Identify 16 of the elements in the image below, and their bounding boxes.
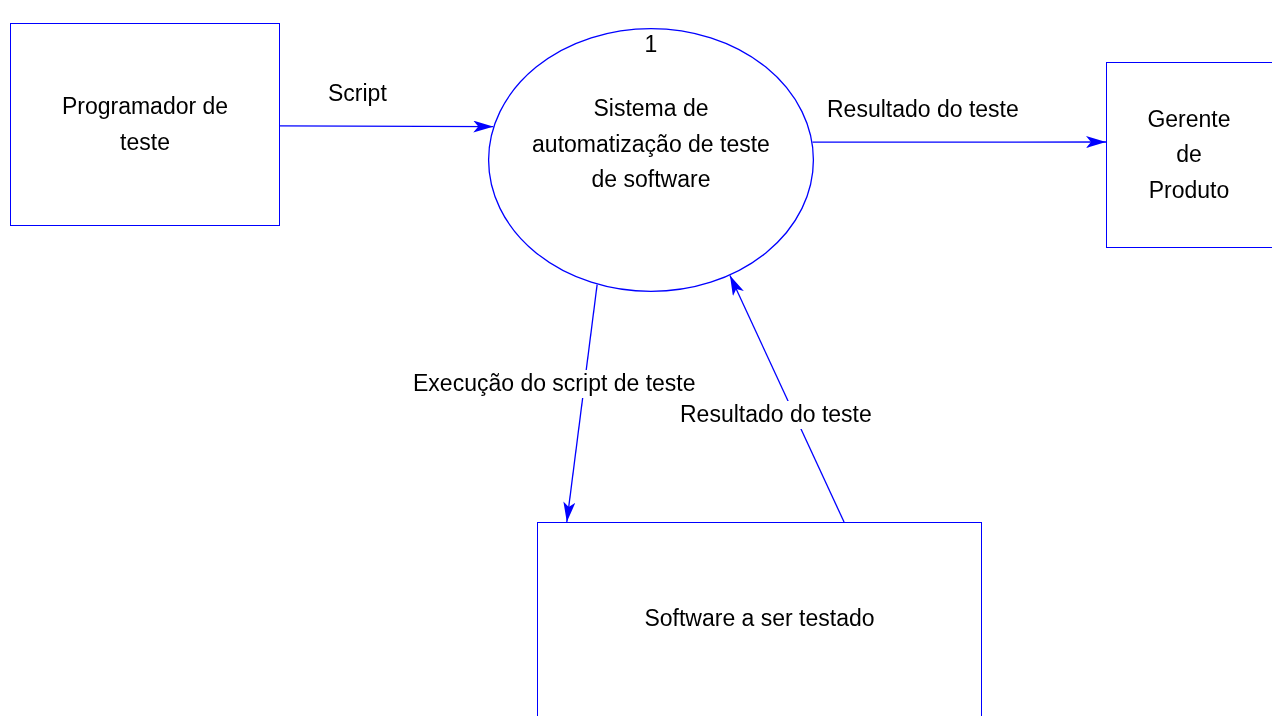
edge-label: Resultado do teste (678, 401, 874, 429)
arrow (729, 274, 845, 523)
entity-label: Gerente de Produto (1146, 104, 1232, 205)
edge-label: Execução do script de teste (411, 370, 698, 398)
entity-box (1106, 62, 1272, 248)
process-number: 1 (643, 30, 659, 59)
process-label: Sistema de automatização de teste de software (531, 94, 771, 195)
entity-label: Programador de teste (60, 91, 230, 157)
entity-label: Software a ser testado (643, 604, 876, 634)
process-circle (488, 28, 814, 292)
edge-label: Script (326, 80, 389, 108)
arrow (563, 283, 598, 523)
entity-box (537, 522, 982, 716)
arrow (279, 120, 494, 133)
entity-box (10, 23, 280, 226)
arrow (811, 136, 1107, 148)
